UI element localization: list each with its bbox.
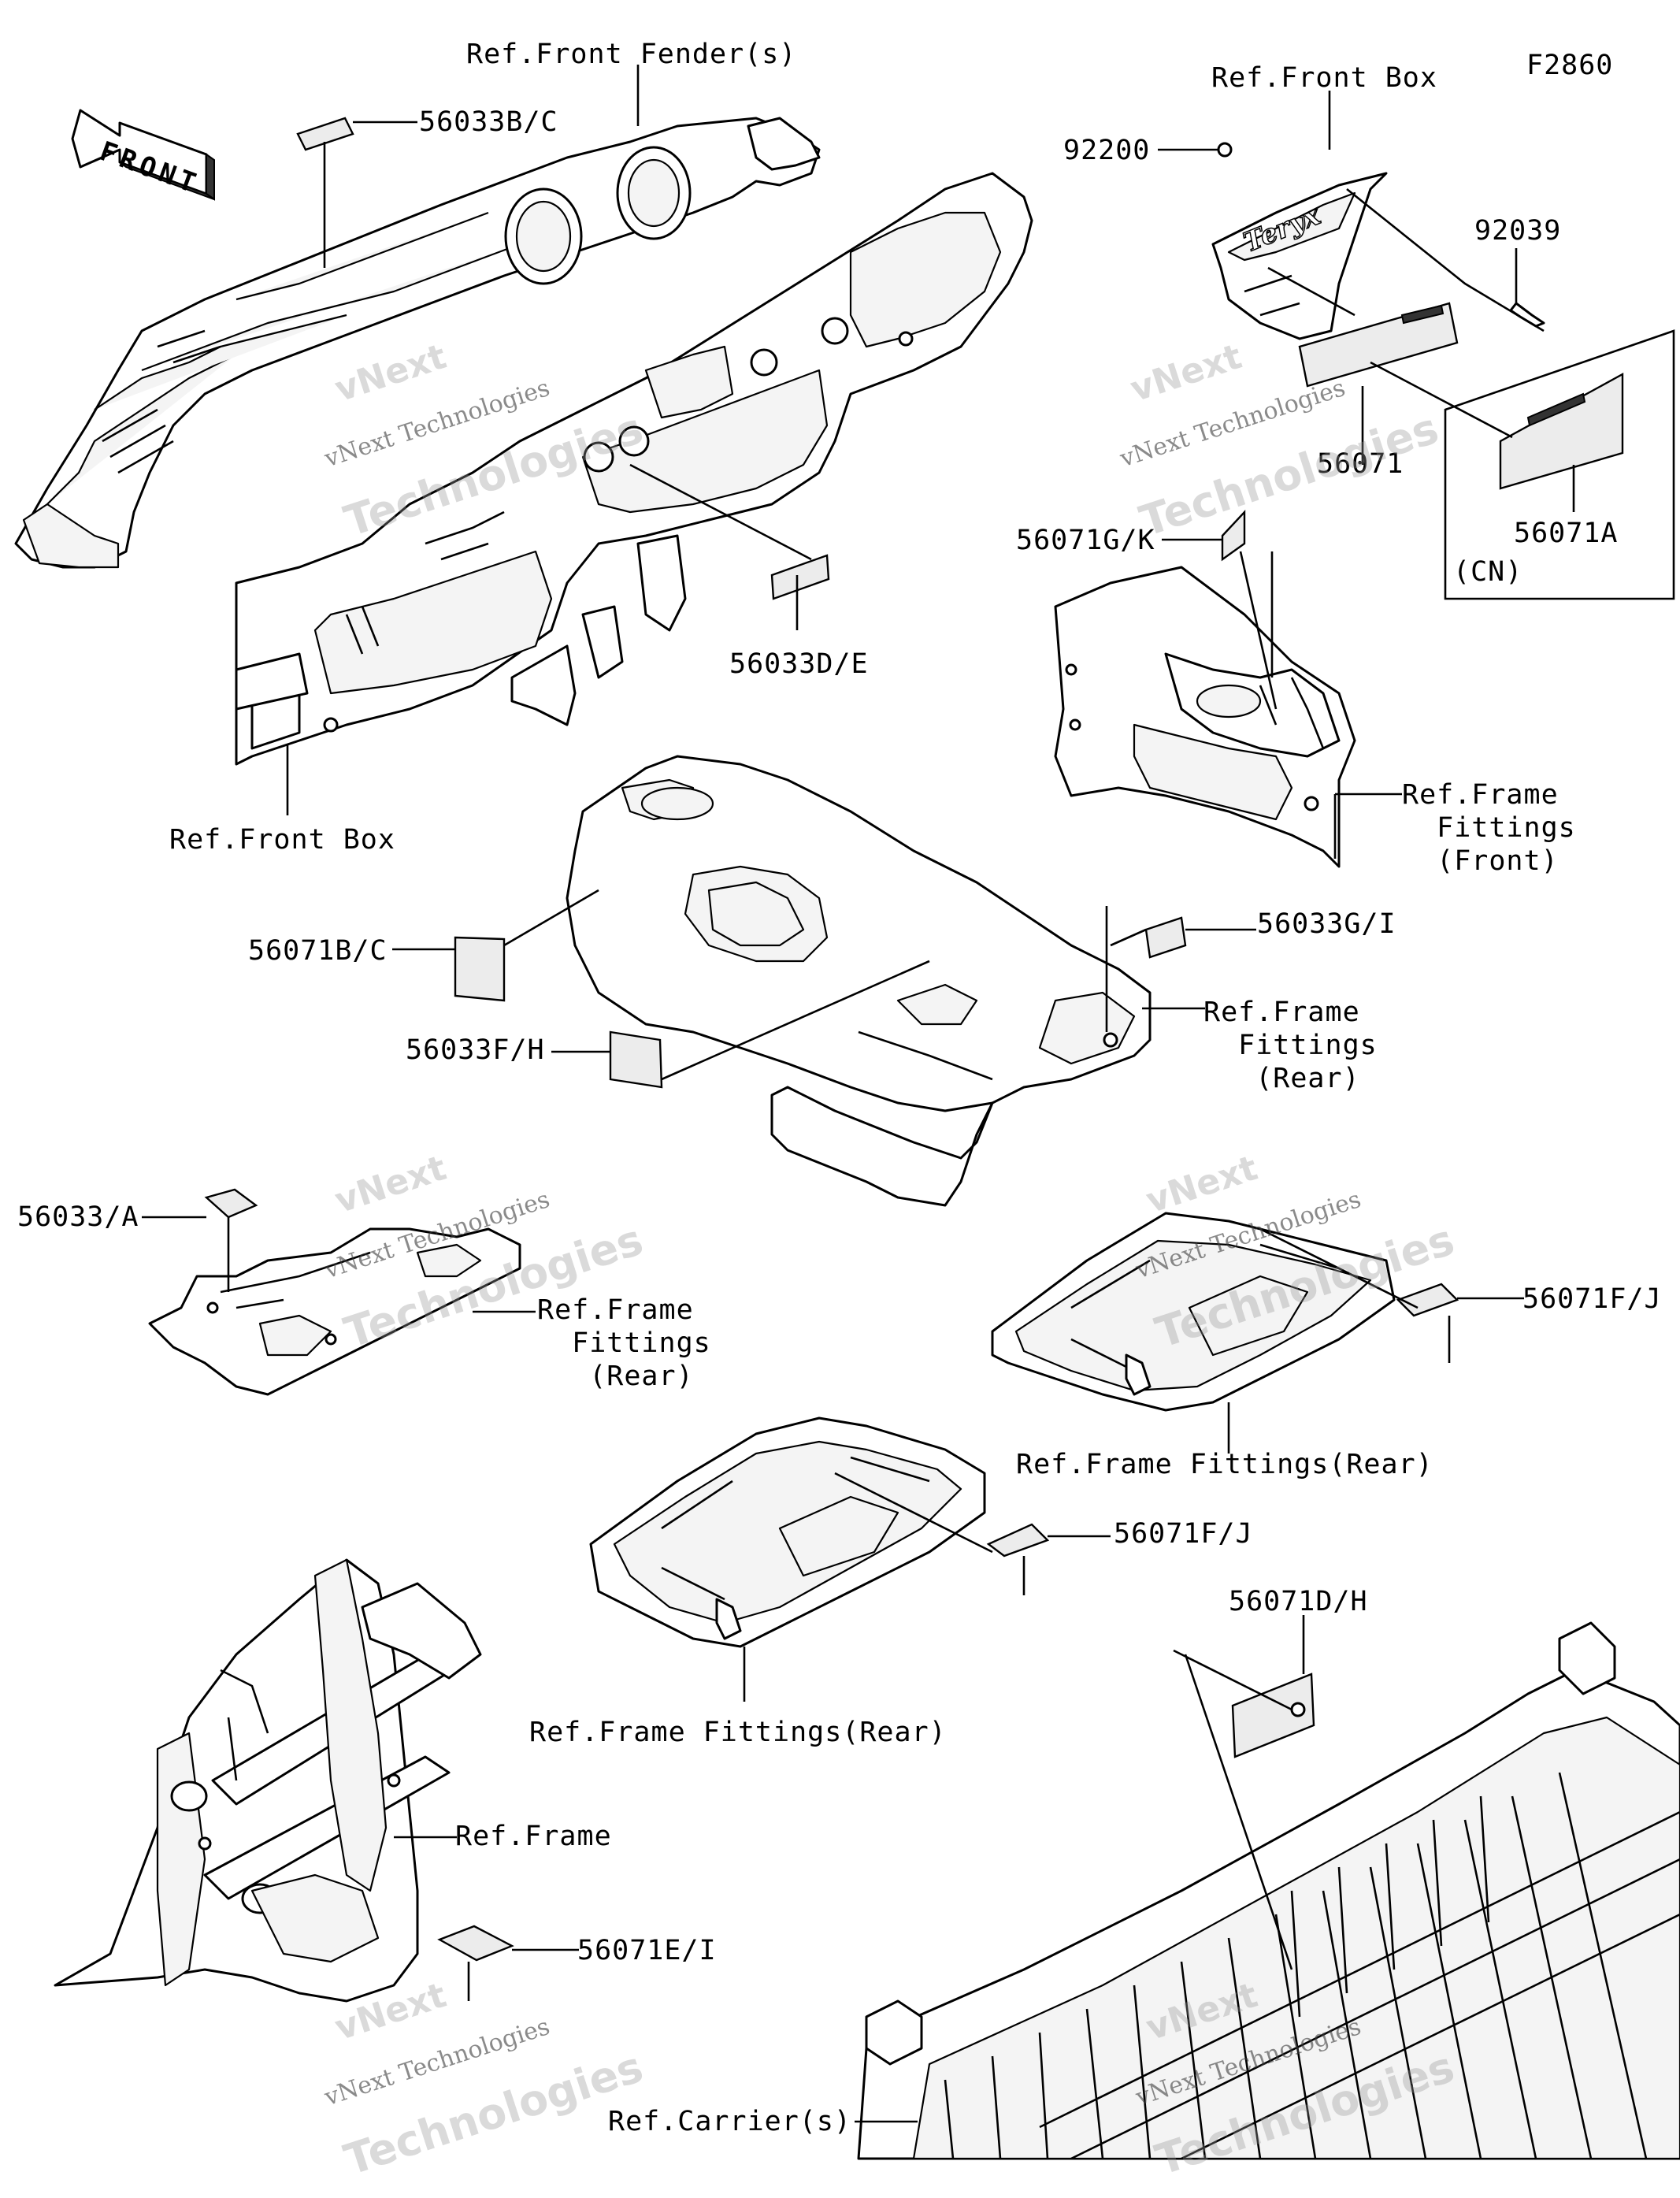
storage-tray-center-part — [589, 1416, 986, 1648]
label-56033fh: 56033F/H — [406, 1034, 545, 1066]
storage-tray-right-part — [991, 1212, 1396, 1412]
label-ref-frame-fittings-rear-center: Ref.Frame Fittings(Rear) — [529, 1717, 947, 1748]
decal-56071fj-right — [1396, 1283, 1459, 1317]
carrier-bed-part — [857, 1621, 1680, 2160]
label-56071: 56071 — [1317, 448, 1404, 480]
label-56033gi: 56033G/I — [1257, 908, 1396, 940]
label-ref-front-box-top: Ref.Front Box — [1211, 62, 1437, 94]
decal-56033bc — [296, 117, 354, 151]
label-56071gk: 56071G/K — [1016, 525, 1155, 556]
label-ref-frame-fittings-front: Ref.Frame Fittings (Front) — [1402, 779, 1576, 877]
floor-panel-part — [148, 1227, 521, 1396]
front-arrow-icon — [71, 109, 215, 201]
label-ref-frame-fittings-rear-left: Ref.Frame Fittings (Rear) — [537, 1294, 711, 1392]
label-56033de: 56033D/E — [729, 648, 869, 680]
label-cn: (CN) — [1453, 556, 1523, 588]
label-ref-front-fenders: Ref.Front Fender(s) — [466, 39, 797, 70]
decal-labels — [204, 117, 1459, 1962]
decal-56071bc — [454, 936, 506, 1002]
label-ref-frame: Ref.Frame — [455, 1821, 612, 1852]
label-56033bc: 56033B/C — [419, 106, 558, 138]
label-ref-carriers: Ref.Carrier(s) — [608, 2106, 852, 2137]
label-56071fj-mid: 56071F/J — [1114, 1518, 1253, 1550]
decal-56071gk — [1221, 509, 1246, 562]
label-56071bc: 56071B/C — [248, 935, 388, 967]
label-56071fj-right: 56071F/J — [1522, 1283, 1662, 1315]
decal-56071ei — [437, 1925, 514, 1962]
decal-56071dh — [1231, 1673, 1315, 1758]
decal-56033fh — [609, 1030, 663, 1089]
label-56071-part — [1298, 302, 1459, 388]
label-ref-frame-fittings-rear-right: Ref.Frame Fittings(Rear) — [1016, 1449, 1433, 1480]
label-56071dh: 56071D/H — [1229, 1586, 1368, 1617]
leader-lines — [142, 65, 1575, 2123]
rear-frame-part — [54, 1558, 482, 2003]
decal-56033gi — [1144, 916, 1187, 959]
diagram-id: F2860 — [1526, 50, 1614, 81]
front-fender-part — [14, 117, 821, 569]
front-box-lid-part: Teryx — [1211, 142, 1388, 340]
label-56071a: 56071A — [1514, 518, 1619, 549]
label-56071ei: 56071E/I — [577, 1935, 717, 1966]
frame-fittings-front-part — [1054, 566, 1356, 868]
label-ref-frame-fittings-rear-mid: Ref.Frame Fittings (Rear) — [1203, 997, 1378, 1094]
cn-inset-box — [1444, 329, 1675, 600]
label-ref-front-box-left: Ref.Front Box — [169, 824, 395, 856]
front-box-dashboard-part — [235, 172, 1033, 766]
decal-56033de — [770, 554, 830, 600]
decal-56071fj-mid — [986, 1523, 1050, 1558]
decal-56033a — [204, 1188, 258, 1219]
label-56033a: 56033/A — [17, 1201, 139, 1233]
label-92039: 92039 — [1474, 215, 1562, 247]
rear-console-part — [566, 755, 1152, 1207]
label-92200: 92200 — [1063, 135, 1151, 166]
